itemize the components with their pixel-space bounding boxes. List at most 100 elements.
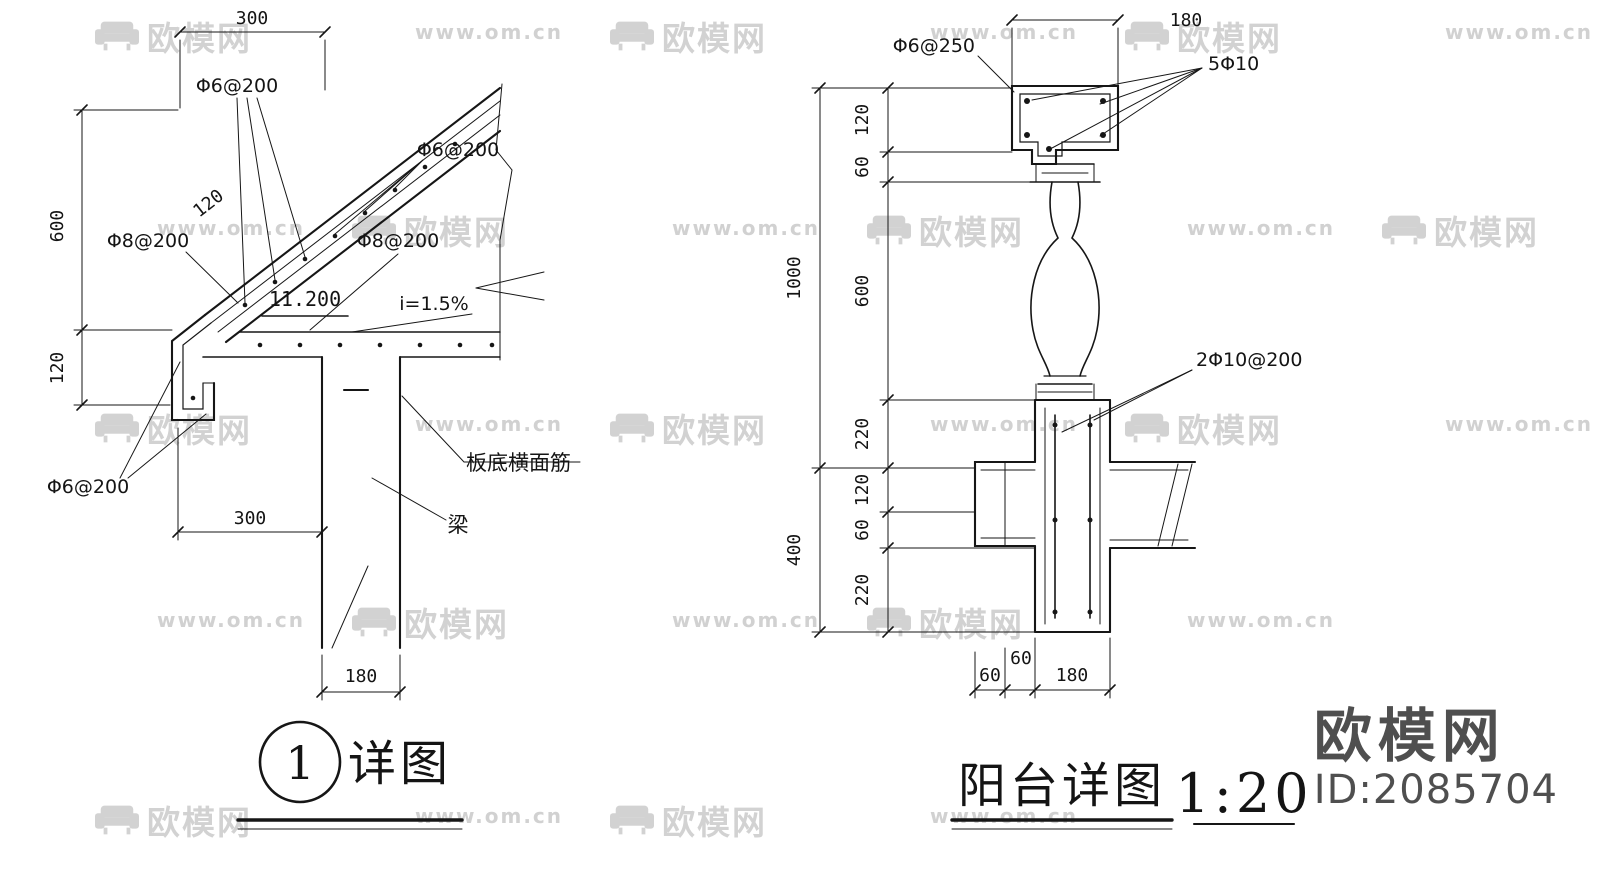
watermark-logo: 欧模网 [95, 12, 252, 60]
left-detail-drawing: 300 600 120 120 300 180 [47, 8, 581, 830]
right-title: 阳台详图 1:20 [950, 758, 1312, 830]
left-title: 1 详图 [236, 720, 464, 830]
sofa-icon [867, 215, 911, 245]
slope-label: i=1.5% [399, 293, 468, 315]
watermark-url: www.om.cn [1445, 412, 1594, 436]
callout-cap-bars-label: 5Φ10 [1208, 53, 1259, 75]
sofa-icon [610, 413, 654, 443]
watermark-logo: 欧模网 [1125, 404, 1282, 452]
watermark-url: www.om.cn [415, 412, 564, 436]
sofa-icon [95, 21, 139, 51]
handrail-cap [1010, 84, 1120, 166]
watermark-logo-text: 欧模网 [147, 411, 252, 450]
sloped-slab [203, 86, 502, 344]
chain-120-lower: 120 [852, 474, 873, 507]
detail-title: 详图 [348, 736, 452, 792]
watermark-logo: 欧模网 [610, 796, 767, 844]
dim-bottom-60a: 60 [979, 665, 1001, 686]
drip-edge [170, 313, 216, 422]
left-callouts: Φ6@200 Φ6@200 Φ8@200 Φ8@200 11.200 i=1.5… [47, 75, 581, 537]
callout-left-label: Φ8@200 [107, 230, 189, 252]
chain-120-top: 120 [852, 104, 873, 137]
watermark-url: www.om.cn [157, 216, 306, 240]
watermark-url: www.om.cn [1445, 20, 1594, 44]
callout-right-label: Φ6@200 [417, 139, 499, 161]
watermark-logo: 欧模网 [1125, 12, 1282, 60]
beam-label: 梁 [448, 513, 469, 537]
watermark-url: www.om.cn [1187, 608, 1336, 632]
watermark-logo: 欧模网 [352, 598, 509, 646]
callout-cap-label: Φ6@250 [893, 35, 975, 57]
watermark-logo-text: 欧模网 [662, 803, 767, 842]
watermark-url: www.om.cn [415, 804, 564, 828]
collar [1029, 163, 1101, 183]
watermark-logo-text: 欧模网 [1177, 19, 1282, 58]
dim-600-label: 600 [47, 210, 68, 243]
watermark-logo-text: 欧模网 [404, 605, 509, 644]
dim-bottom-60b: 60 [1010, 648, 1032, 669]
floor-slab [202, 331, 501, 358]
watermark-logo: 欧模网 [867, 206, 1024, 254]
watermark-logo-text: 欧模网 [404, 213, 509, 252]
slope-arrow [351, 271, 545, 333]
dim-bottom-180: 180 [1056, 665, 1089, 686]
watermark-url: www.om.cn [1187, 216, 1336, 240]
chain-220-lower: 220 [852, 574, 873, 607]
baluster [1030, 181, 1100, 401]
watermark-url: www.om.cn [930, 20, 1079, 44]
watermark-logo: 欧模网 [1382, 206, 1539, 254]
dim-top-label: 300 [236, 8, 269, 29]
watermark-url: www.om.cn [415, 20, 564, 44]
sofa-icon [610, 21, 654, 51]
watermark-logo: 欧模网 [95, 796, 252, 844]
rebar-dots [190, 141, 495, 401]
watermark-logo: 欧模网 [867, 598, 1024, 646]
watermark-logo: 欧模网 [610, 404, 767, 452]
sofa-icon [95, 413, 139, 443]
watermark-url: www.om.cn [930, 412, 1079, 436]
elevation-label: 11.200 [269, 287, 341, 311]
wall-section [973, 398, 1197, 634]
sofa-icon [1125, 21, 1169, 51]
brand-name: 欧模网 [1313, 702, 1506, 771]
dim-overall-1000: 1000 [784, 256, 805, 299]
sofa-icon [610, 805, 654, 835]
callout-bottom-label: Φ6@200 [47, 476, 129, 498]
dim-mid-label: 300 [234, 508, 267, 529]
watermark-logo-text: 欧模网 [919, 605, 1024, 644]
watermark-logo: 欧模网 [352, 206, 509, 254]
watermark-logo-text: 欧模网 [147, 803, 252, 842]
dim-bottom-label: 180 [345, 666, 378, 687]
callout-top-label: Φ6@200 [196, 75, 278, 97]
balcony-title: 阳台详图 [958, 758, 1166, 814]
slab-bottom-rebar-label: 板底横面筋 [466, 451, 571, 475]
scale-label: 1:20 [1175, 762, 1312, 825]
beam-section [320, 355, 402, 650]
dim-120-label: 120 [47, 352, 68, 385]
dim-overall-400: 400 [784, 534, 805, 567]
callout-mid-label: Φ8@200 [357, 230, 439, 252]
break-line [495, 83, 513, 361]
sofa-icon [95, 805, 139, 835]
watermark-url: www.om.cn [930, 804, 1079, 828]
brand-id: ID:2085704 [1313, 767, 1558, 813]
right-dimensions: 180 1000 400 120 [784, 10, 1203, 699]
dim-slope-label: 120 [189, 185, 228, 222]
watermark-logo-text: 欧模网 [1177, 411, 1282, 450]
chain-60-lower: 60 [852, 519, 873, 541]
chain-60-upper: 60 [852, 156, 873, 178]
right-detail-drawing: 180 1000 400 120 [784, 10, 1312, 830]
watermark-url: www.om.cn [672, 216, 821, 240]
watermark-url: www.om.cn [672, 608, 821, 632]
sofa-icon [352, 607, 396, 637]
watermark-url: www.om.cn [157, 608, 306, 632]
watermark-logo: 欧模网 [95, 404, 252, 452]
right-callouts: Φ6@250 5Φ10 2Φ10@200 [893, 35, 1303, 433]
detail-number: 1 [285, 736, 314, 790]
dim-cap-width: 180 [1170, 10, 1203, 31]
chain-600: 600 [852, 275, 873, 308]
brand-watermark: 欧模网 ID:2085704 [1314, 706, 1558, 813]
